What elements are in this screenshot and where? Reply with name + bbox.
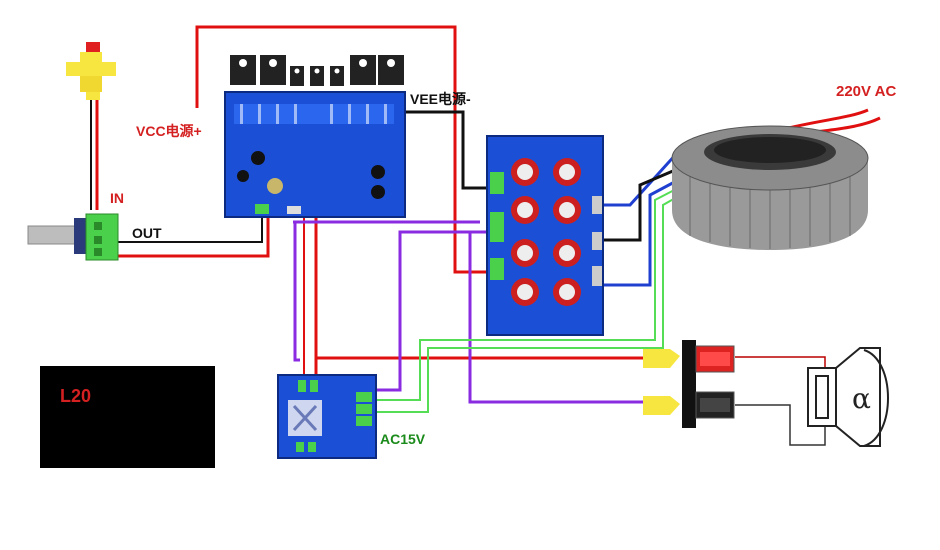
amplifier-board <box>224 55 406 218</box>
ac15-green-wire-2 <box>372 191 687 413</box>
l20-label: L20 <box>60 386 91 406</box>
speaker-wire-minus <box>735 404 826 446</box>
vcc-wire <box>195 25 490 274</box>
vee-wire <box>405 110 490 190</box>
speaker-wire-plus <box>735 356 826 370</box>
rca-input-jack <box>66 42 116 100</box>
filter-capacitors <box>511 158 581 306</box>
out-label: OUT <box>132 225 162 241</box>
in-label: IN <box>110 190 124 206</box>
vee-label: VEE电源- <box>410 91 471 107</box>
ac15-green-wire-1 <box>372 184 685 401</box>
volume-potentiometer <box>27 213 119 261</box>
transformer-blue-wire-1 <box>600 150 680 207</box>
speaker-protection-board <box>277 374 377 459</box>
ground-wire-2 <box>293 222 300 362</box>
mains-label: 220V AC <box>836 83 896 100</box>
svg-text:α: α <box>852 382 871 415</box>
loudspeaker-icon: α <box>807 347 889 447</box>
transformer-blue-wire-2 <box>600 176 683 287</box>
out-black-wire <box>118 212 263 243</box>
out-red-wire <box>118 212 270 258</box>
speaker-terminal <box>643 340 735 428</box>
transformer-black-wire <box>600 166 681 242</box>
vcc-label: VCC电源+ <box>136 123 202 139</box>
toroidal-transformer <box>671 125 869 250</box>
rectifier-filter-board <box>486 135 604 336</box>
ground-wire-3 <box>372 230 490 392</box>
power-transistors <box>230 55 404 86</box>
ground-wire-4 <box>468 230 652 404</box>
l20-board <box>40 366 215 468</box>
ac15-label: AC15V <box>380 431 426 447</box>
